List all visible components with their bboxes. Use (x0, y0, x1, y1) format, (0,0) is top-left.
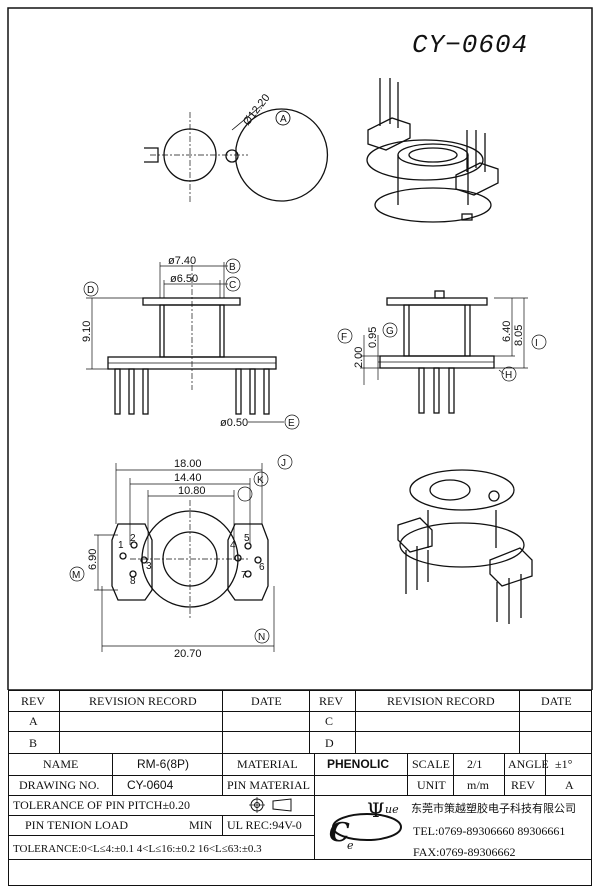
pin-label-7: 7 (241, 570, 247, 581)
front-pin-dia: ø0.50 (220, 417, 248, 429)
company-name: 东莞市策越塑胶电子科技有限公司 (411, 802, 576, 815)
front-d2: ø6.50 (170, 273, 198, 285)
bottom-view (111, 500, 269, 620)
top-dia-label: Ø12.20 (241, 92, 273, 128)
revision-record-header-1: REVISION RECORD (89, 694, 197, 708)
rev-header-1: REV (21, 694, 45, 708)
angle-label: ANGLE (508, 757, 549, 771)
front-height: 9.10 (81, 321, 93, 342)
pin-load-label: PIN TENION LOAD (25, 818, 129, 832)
material-label: MATERIAL (237, 757, 298, 771)
general-tolerance: TOLERANCE:0<L≤4:±0.1 4<L≤16:±0.2 16<L≤63… (13, 843, 262, 855)
callout-k: K (257, 475, 264, 486)
callout-n: N (258, 632, 265, 643)
logo-letter-c: C (329, 818, 350, 848)
pin-label-4: 4 (230, 540, 236, 551)
logo-psi: Ψ (367, 798, 385, 822)
side-view (379, 290, 495, 414)
drawing-no-label: DRAWING NO. (19, 778, 100, 792)
revision-record-header-2: REVISION RECORD (387, 694, 495, 708)
scale-label: SCALE (412, 757, 451, 771)
bottom-w2: 14.40 (174, 472, 202, 484)
pin-label-5: 5 (244, 533, 250, 544)
logo-letter-e: e (347, 839, 354, 852)
callout-j: J (281, 458, 286, 469)
company-fax: FAX:0769-89306662 (413, 845, 516, 859)
rev-row-d: D (325, 736, 334, 750)
pin-label-3: 3 (146, 561, 152, 572)
side-v3: 6.40 (501, 321, 513, 342)
bottom-w3: 10.80 (178, 485, 206, 497)
unit-value: m/m (467, 778, 490, 792)
top-view-hole (225, 149, 239, 163)
iso-view-bottom (397, 469, 533, 624)
tolerance-pin-pitch: TOLERANCE OF PIN PITCH±0.20 (13, 798, 191, 812)
logo-letters-ue: ue (385, 803, 399, 816)
callout-a-circle (275, 110, 291, 126)
callout-g: G (386, 326, 394, 337)
scale-value: 2/1 (467, 757, 483, 771)
name-value: RM-6(8P) (137, 757, 190, 771)
callout-i: I (535, 338, 538, 349)
pin-material-label: PIN MATERIAL (227, 778, 310, 792)
angle-value: ±1° (555, 757, 573, 771)
top-view (144, 104, 329, 202)
company-logo: C e Ψ ue (329, 798, 402, 852)
rev-row-b: B (29, 736, 38, 750)
leader-a (231, 104, 263, 131)
callout-e: E (288, 418, 295, 429)
callout-h: H (505, 370, 512, 381)
callout-m: M (72, 570, 80, 581)
side-dims (337, 297, 547, 385)
sheet-border (7, 7, 593, 690)
pin-label-2: 2 (130, 533, 136, 544)
ul-rec: UL REC:94V-0 (227, 818, 302, 832)
side-v1: 2.00 (353, 347, 365, 368)
callout-b: B (229, 262, 236, 273)
projection-symbol-icon (249, 797, 292, 813)
rev-label: REV (511, 778, 535, 792)
unit-label: UNIT (417, 778, 446, 792)
side-v2: 0.95 (367, 327, 379, 348)
callout-d: D (87, 285, 94, 296)
iso-view-top (366, 78, 499, 223)
date-header-1: DATE (251, 694, 282, 708)
pin-label-6: 6 (259, 562, 265, 573)
bottom-dims (69, 454, 293, 652)
pin-load-unit: MIN (189, 818, 213, 832)
rev-row-c: C (325, 714, 334, 728)
front-d1: ø7.40 (168, 255, 196, 267)
side-v4: 8.05 (513, 325, 525, 346)
material-value: PHENOLIC (327, 757, 390, 771)
drawing-title: CY−0604 (412, 30, 529, 60)
date-header-2: DATE (541, 694, 572, 708)
pin-label-8: 8 (130, 576, 136, 587)
rev-value: A (565, 778, 574, 792)
bottom-h: 6.90 (87, 549, 99, 570)
callout-c: C (229, 280, 236, 291)
top-view-flange-outline (235, 108, 329, 202)
rev-row-a: A (29, 714, 38, 728)
rev-header-2: REV (319, 694, 343, 708)
front-view (107, 265, 277, 415)
front-dims (83, 258, 300, 430)
technical-drawing: Ø12.20 A (7, 7, 593, 690)
bottom-w4: 20.70 (174, 648, 202, 660)
callout-f: F (341, 332, 347, 343)
bottom-w1: 18.00 (174, 458, 202, 470)
pin-label-1: 1 (118, 540, 124, 551)
title-block: REV REVISION RECORD DATE REV REVISION RE… (8, 690, 592, 886)
name-label: NAME (43, 757, 79, 771)
drawing-no-value: CY-0604 (127, 778, 174, 792)
callout-a: A (280, 114, 287, 125)
company-tel: TEL:0769-89306660 89306661 (413, 824, 566, 838)
